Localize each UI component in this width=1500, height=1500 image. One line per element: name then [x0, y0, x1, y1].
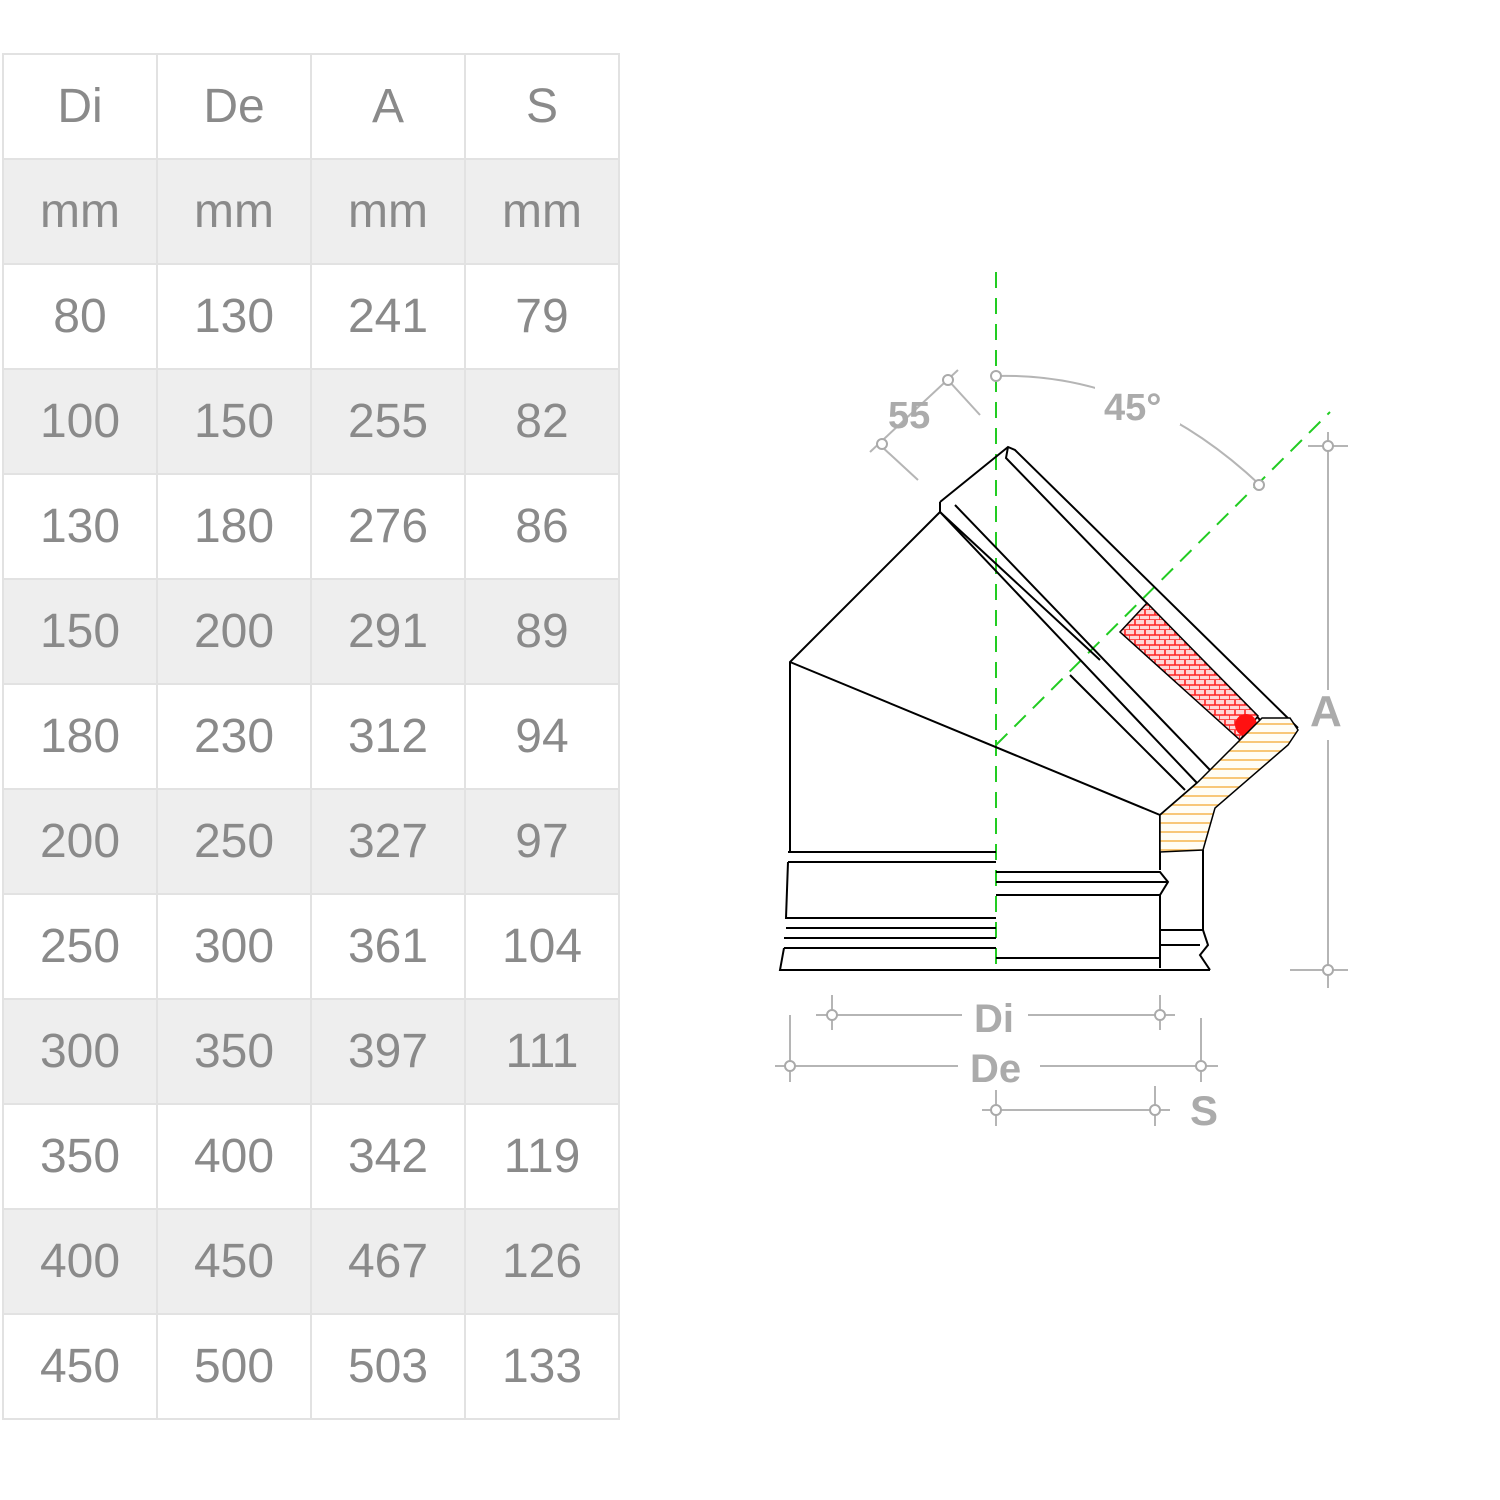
- length-dim-ext: [879, 444, 919, 481]
- table-cell: mm: [156, 158, 312, 265]
- table-cell: 89: [464, 578, 620, 685]
- elbow-outline: [778, 445, 1299, 971]
- table-cell: 111: [464, 998, 620, 1105]
- table-cell: 300: [2, 998, 158, 1105]
- table-cell: 503: [310, 1313, 466, 1420]
- table-cell: 200: [156, 578, 312, 685]
- table-cell: mm: [2, 158, 158, 265]
- table-cell: 250: [2, 893, 158, 1000]
- table-cell: 400: [2, 1208, 158, 1315]
- table-cell: 200: [2, 788, 158, 895]
- length-dim-ext: [947, 379, 981, 416]
- table-cell: 126: [464, 1208, 620, 1315]
- table-cell: 350: [156, 998, 312, 1105]
- table-cell: 467: [310, 1208, 466, 1315]
- table-cell: 104: [464, 893, 620, 1000]
- table-cell: 300: [156, 893, 312, 1000]
- table-cell: 361: [310, 893, 466, 1000]
- table-cell: 86: [464, 473, 620, 580]
- label-S: S: [1190, 1087, 1218, 1134]
- insulation-red: [1118, 601, 1259, 742]
- angle-arc-end: [990, 370, 1002, 382]
- table-cell: 291: [310, 578, 466, 685]
- table-cell: 150: [156, 368, 312, 475]
- table-cell: 342: [310, 1103, 466, 1210]
- length-label: 55: [888, 395, 930, 437]
- table-cell: 397: [310, 998, 466, 1105]
- angle-arc-end: [1253, 479, 1265, 491]
- table-cell: 450: [2, 1313, 158, 1420]
- label-Di: Di: [974, 997, 1014, 1041]
- angle-label: 45°: [1104, 387, 1161, 429]
- table-cell: 150: [2, 578, 158, 685]
- table-cell: 130: [156, 263, 312, 370]
- table-cell: mm: [464, 158, 620, 265]
- table-cell: De: [156, 53, 312, 160]
- table-cell: 400: [156, 1103, 312, 1210]
- table-cell: 130: [2, 473, 158, 580]
- table-cell: 230: [156, 683, 312, 790]
- table-cell: 119: [464, 1103, 620, 1210]
- table-cell: 312: [310, 683, 466, 790]
- table-cell: 180: [156, 473, 312, 580]
- label-De: De: [970, 1047, 1021, 1091]
- table-cell: 133: [464, 1313, 620, 1420]
- insulation-yellow: [1159, 717, 1299, 853]
- table-cell: mm: [310, 158, 466, 265]
- table-cell: 94: [464, 683, 620, 790]
- table-cell: 255: [310, 368, 466, 475]
- table-cell: 241: [310, 263, 466, 370]
- table-cell: 97: [464, 788, 620, 895]
- table-cell: 79: [464, 263, 620, 370]
- table-cell: S: [464, 53, 620, 160]
- table-cell: 82: [464, 368, 620, 475]
- table-cell: 100: [2, 368, 158, 475]
- table-cell: Di: [2, 53, 158, 160]
- table-cell: 450: [156, 1208, 312, 1315]
- label-A: A: [1310, 687, 1342, 736]
- table-cell: 350: [2, 1103, 158, 1210]
- table-cell: 276: [310, 473, 466, 580]
- table-cell: 180: [2, 683, 158, 790]
- table-cell: 500: [156, 1313, 312, 1420]
- table-cell: A: [310, 53, 466, 160]
- table-cell: 80: [2, 263, 158, 370]
- angled-centerline: [995, 411, 1331, 746]
- table-cell: 250: [156, 788, 312, 895]
- table-cell: 327: [310, 788, 466, 895]
- elbow-drawing: 45° 55: [775, 272, 1348, 1134]
